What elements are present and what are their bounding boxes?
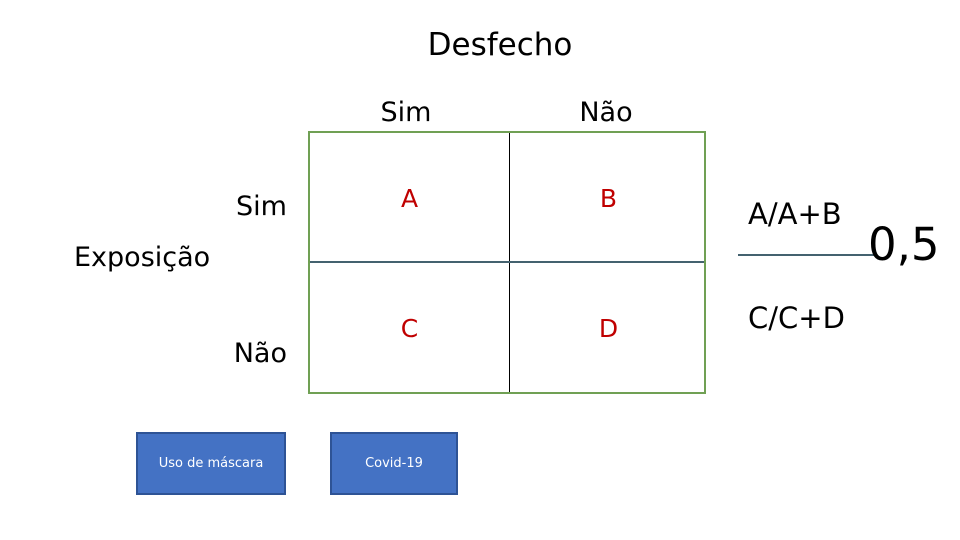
page-title: Desfecho (427, 27, 573, 63)
table-cell-d: D (598, 313, 619, 343)
row-axis-label-exposicao: Exposição (74, 242, 211, 273)
fraction-bar (738, 254, 876, 256)
ratio-numerator: A/A+B (748, 197, 842, 231)
contingency-table: A B C D (308, 131, 706, 394)
legend-box-exposure: Uso de máscara (136, 432, 286, 495)
row-header-nao: Não (233, 338, 287, 369)
ratio-result-value: 0,5 (868, 218, 940, 271)
legend-box-exposure-label: Uso de máscara (158, 455, 264, 471)
table-cell-b: B (599, 183, 618, 213)
column-header-nao: Não (579, 97, 633, 128)
column-header-sim: Sim (380, 97, 432, 128)
table-cell-c: C (400, 313, 419, 343)
row-header-sim: Sim (236, 191, 287, 222)
ratio-denominator: C/C+D (748, 301, 845, 335)
table-cell-a: A (400, 183, 419, 213)
table-row-divider (310, 261, 704, 263)
legend-box-outcome: Covid-19 (330, 432, 458, 495)
legend-box-outcome-label: Covid-19 (365, 455, 423, 471)
